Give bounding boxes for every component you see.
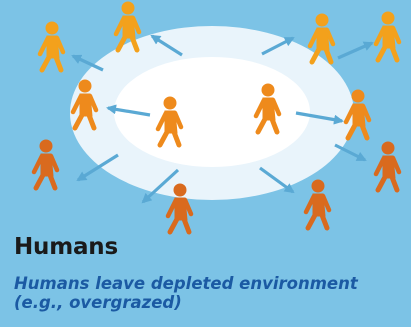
arrow-lower-right-a — [334, 143, 367, 162]
arrow-lower-left — [76, 153, 119, 182]
walking-person-icon — [376, 142, 399, 190]
dispersal-arrows — [71, 34, 374, 204]
subtitle-line-1: Humans leave depleted environment — [14, 274, 358, 293]
arrow-lower-right-b — [259, 166, 295, 194]
walking-person-icon — [376, 12, 399, 60]
arrow-left — [106, 104, 151, 117]
walking-person-icon — [116, 2, 139, 50]
arrow-lower — [141, 168, 180, 204]
walking-person-icon — [306, 180, 329, 228]
walking-person-icon — [310, 14, 333, 62]
arrow-upper-left — [71, 54, 104, 72]
arrow-right — [295, 111, 344, 125]
arrow-upper-right — [261, 36, 295, 56]
arrow-upper — [150, 34, 183, 57]
walking-person-icon — [40, 22, 63, 70]
arrow-far-upper-right — [337, 41, 374, 60]
inner-depleted-zone — [114, 57, 310, 167]
migration-diagram — [0, 0, 411, 238]
walking-person-icon — [34, 140, 57, 188]
subtitle: Humans leave depleted environment (e.g.,… — [14, 274, 403, 312]
heading: Humans — [14, 234, 118, 260]
subtitle-line-2: (e.g., overgrazed) — [14, 293, 182, 312]
